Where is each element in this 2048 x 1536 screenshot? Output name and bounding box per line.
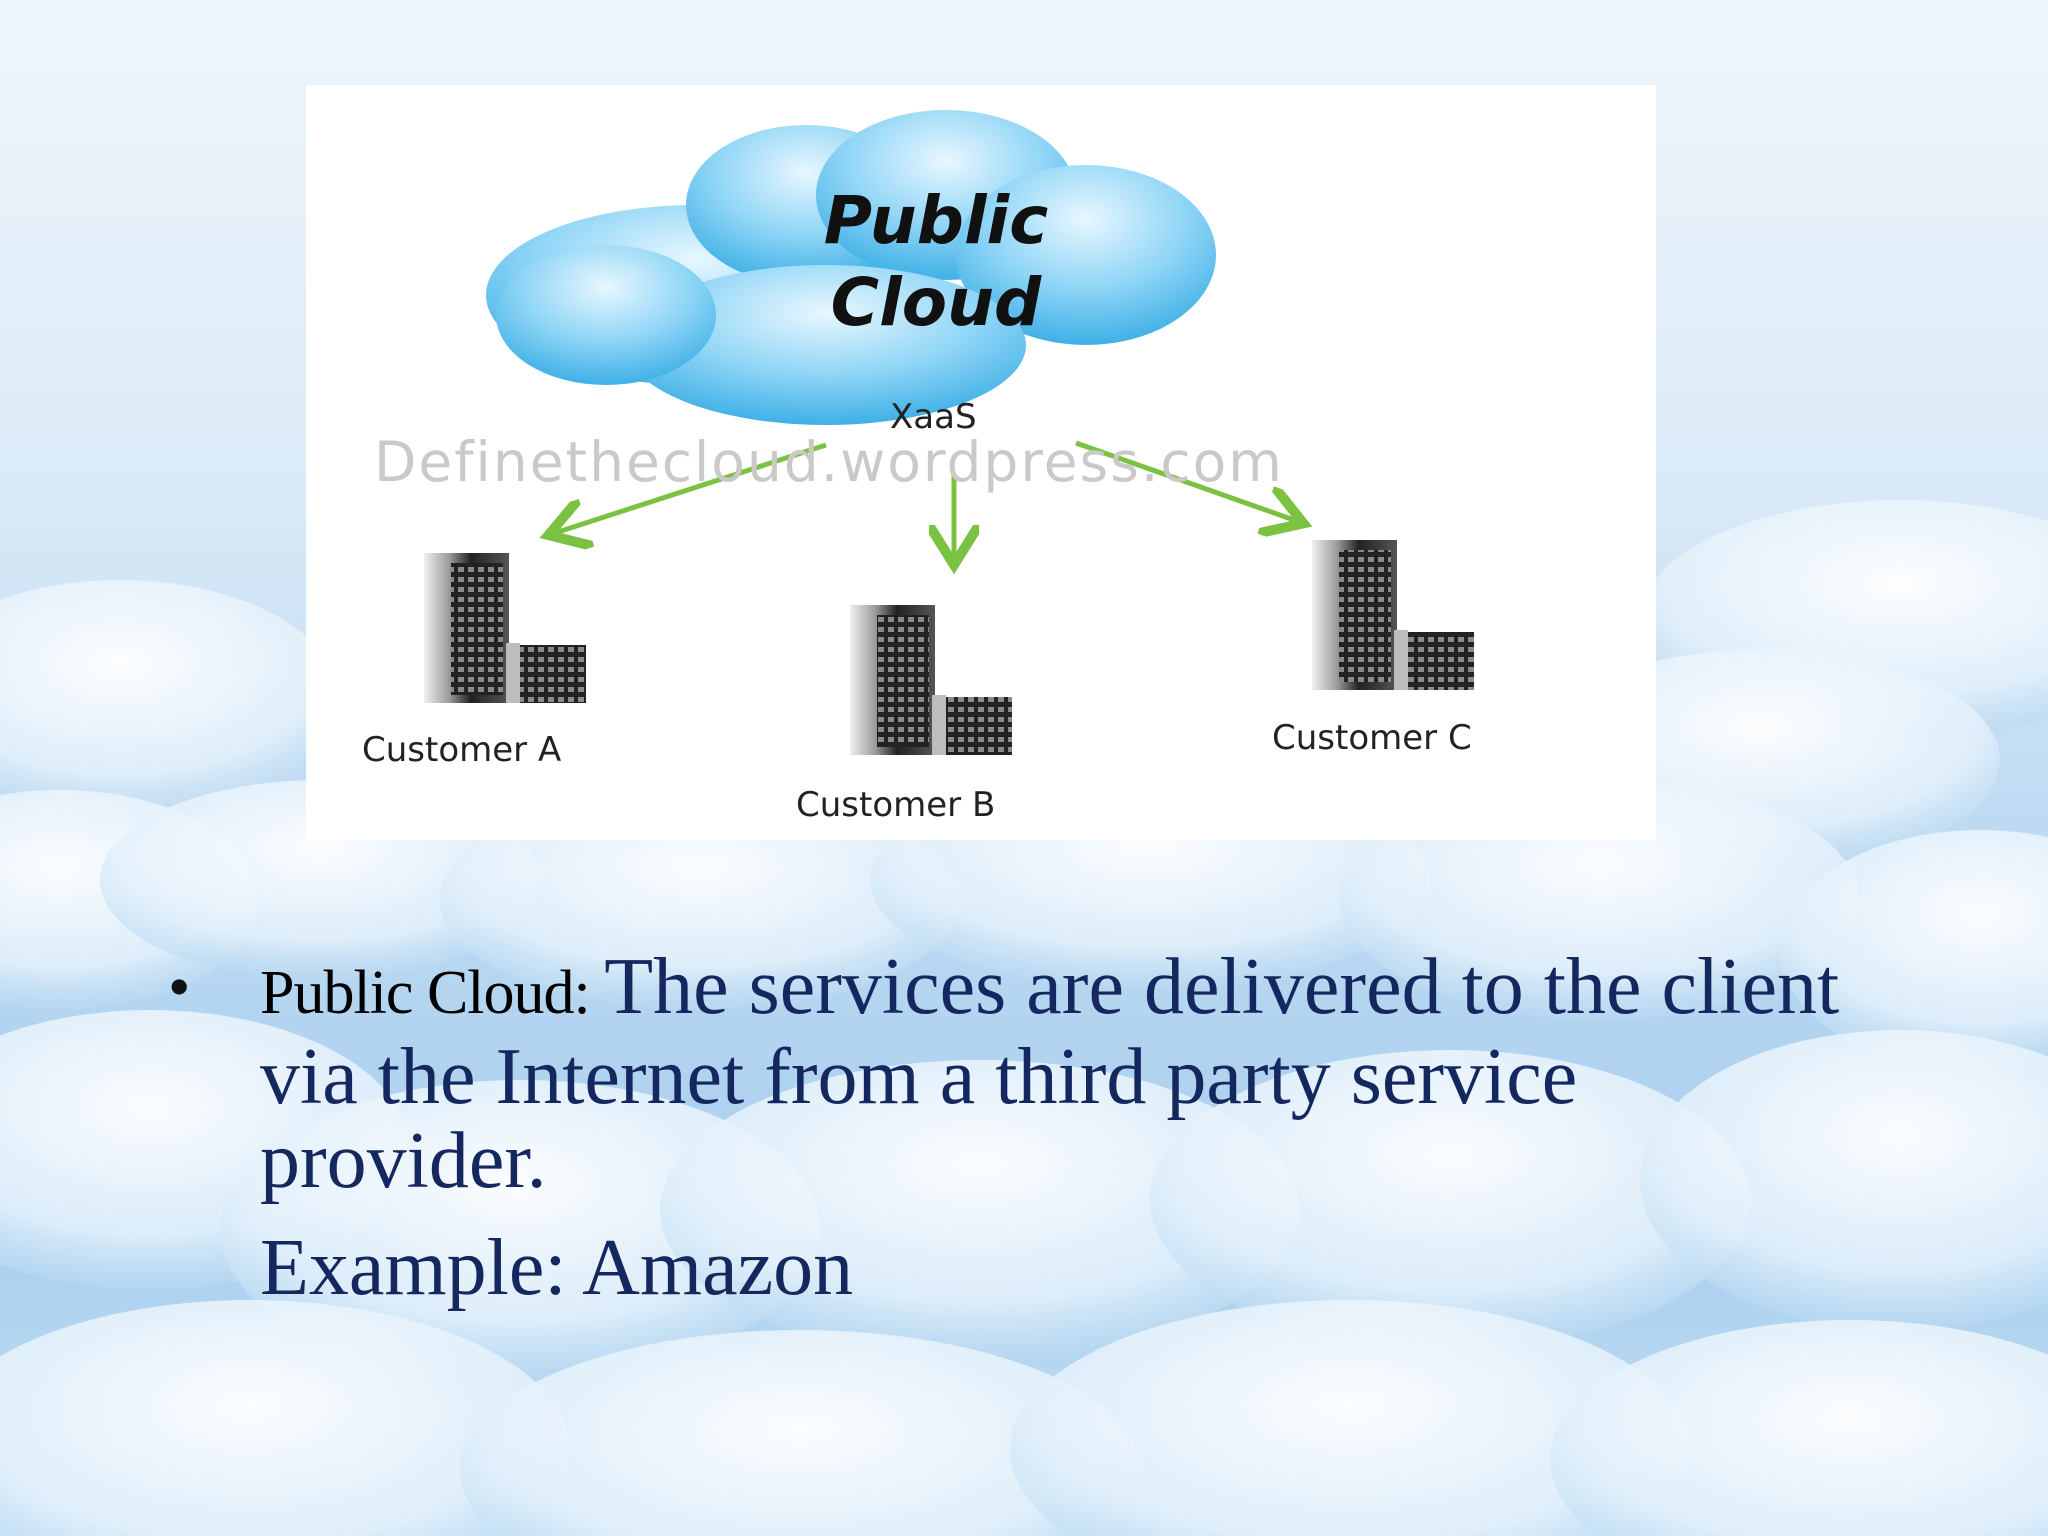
cloud-title: Public Cloud [736, 180, 1136, 344]
building-c-icon [1312, 540, 1474, 690]
slide-text: • Public Cloud: The services are deliver… [160, 945, 1880, 1313]
building-a-icon [424, 553, 586, 703]
watermark: Definethecloud.wordpress.com [374, 430, 1284, 494]
cloud-title-line2: Cloud [830, 264, 1042, 341]
cloud-title-line1: Public [823, 182, 1049, 259]
building-b-icon [850, 605, 1012, 755]
diagram-graphics [424, 110, 1474, 755]
example-text: Example: Amazon [260, 1224, 854, 1312]
bullet-text: The services are delivered to the client… [260, 943, 1840, 1205]
public-cloud-diagram: Public Cloud Definethecloud.wordpress.co… [306, 85, 1656, 840]
customer-a-label: Customer A [362, 730, 562, 770]
cloud-icon [486, 110, 1216, 425]
arrow-to-customer-a [558, 442, 827, 532]
arrow-to-customer-c [1075, 440, 1294, 520]
service-label: XaaS [890, 397, 977, 437]
bullet-term: Public Cloud: [260, 959, 605, 1027]
customer-b-label: Customer B [796, 785, 996, 825]
bullet-icon: • [168, 951, 191, 1022]
customer-c-label: Customer C [1272, 718, 1472, 758]
bullet-item: • Public Cloud: The services are deliver… [160, 945, 1880, 1203]
